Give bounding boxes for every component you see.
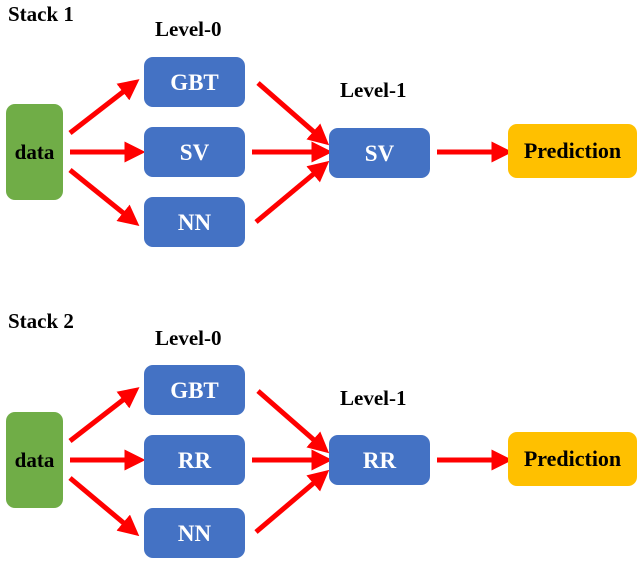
arrow-gbt-to-level1-s2	[256, 389, 330, 454]
arrow-nn-to-level1-s2	[254, 469, 330, 534]
stack-1-level1-label: Level-1	[340, 78, 407, 102]
stack-2-level0-model-nn[interactable]: NN	[144, 508, 245, 558]
stack-1-title: Stack 1	[8, 2, 74, 26]
arrow-data-to-nn-s2	[68, 476, 140, 537]
stack-1-level0-model-nn[interactable]: NN	[144, 197, 245, 247]
stack-2-level1-label: Level-1	[340, 386, 407, 410]
stack-2-title: Stack 2	[8, 309, 74, 333]
stack-2-level1-model[interactable]: RR	[329, 435, 430, 485]
arrow-data-to-gbt-s2	[68, 387, 140, 443]
stack-2-prediction-node[interactable]: Prediction	[508, 432, 637, 486]
stack-1-prediction-node[interactable]: Prediction	[508, 124, 637, 178]
stack-1-level0-label: Level-0	[155, 17, 222, 41]
stack-1-level0-model-sv[interactable]: SV	[144, 127, 245, 177]
stack-2-level0-label: Level-0	[155, 326, 222, 350]
stack-2-data-node[interactable]: data	[6, 412, 63, 508]
arrow-gbt-to-level1-s1	[256, 81, 330, 146]
stack-1-level0-model-gbt[interactable]: GBT	[144, 57, 245, 107]
arrow-nn-to-level1-s1	[254, 160, 330, 224]
stack-2-level0-model-gbt[interactable]: GBT	[144, 365, 245, 415]
stack-1-level1-model[interactable]: SV	[329, 128, 430, 178]
stack-2-level0-model-rr[interactable]: RR	[144, 435, 245, 485]
arrow-data-to-nn-s1	[68, 168, 140, 226]
arrow-data-to-gbt-s1	[68, 79, 140, 135]
stack-1-data-node[interactable]: data	[6, 104, 63, 200]
